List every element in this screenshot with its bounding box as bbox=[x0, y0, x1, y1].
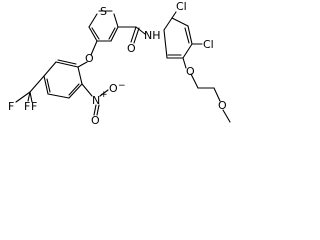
bond bbox=[77, 66, 83, 85]
atom-label-nitro-nitrogen: N bbox=[92, 94, 100, 107]
trifluoromethyl-group bbox=[15, 91, 33, 103]
nitrophenyl-ring bbox=[29, 59, 93, 99]
atom-label-sulfur: S bbox=[100, 5, 107, 18]
bond bbox=[171, 11, 177, 19]
thiophene-ring bbox=[88, 10, 119, 42]
bond bbox=[47, 93, 70, 99]
atom-label-methoxy-oxygen: O bbox=[218, 99, 227, 112]
methoxyethoxy-chain bbox=[190, 73, 231, 123]
bond bbox=[182, 43, 193, 59]
atom-label-amide-nh: NH bbox=[144, 29, 161, 42]
molecule-drawing: S O O NH Cl Cl O O N + O − O F F F bbox=[8, 0, 231, 127]
bond-double-inner bbox=[57, 59, 77, 65]
bond bbox=[27, 91, 31, 102]
atom-label-fluorine-mid: F bbox=[24, 100, 30, 113]
bond bbox=[213, 87, 221, 102]
bond-carbonyl bbox=[130, 26, 137, 43]
bond bbox=[90, 40, 98, 56]
bond bbox=[43, 61, 57, 77]
bond bbox=[135, 26, 146, 35]
bond bbox=[171, 17, 189, 27]
bond bbox=[163, 29, 168, 59]
atom-label-fluorine-right: F bbox=[31, 100, 37, 113]
atom-label-chlorine-right: Cl bbox=[203, 38, 214, 51]
bond-double-inner bbox=[184, 27, 190, 44]
bond-double-inner bbox=[68, 83, 80, 96]
bond-double-inner bbox=[46, 78, 51, 93]
bond bbox=[190, 73, 199, 89]
bond bbox=[29, 91, 33, 103]
bond bbox=[113, 13, 119, 28]
dichlorophenyl-ring bbox=[163, 11, 203, 69]
bond bbox=[187, 25, 193, 45]
nitro-group bbox=[93, 89, 109, 116]
atom-label-ether-oxygen-right: O bbox=[186, 65, 195, 78]
bond bbox=[163, 17, 173, 31]
bond bbox=[93, 104, 97, 116]
bond bbox=[182, 57, 187, 69]
atom-label-ether-oxygen: O bbox=[85, 52, 94, 65]
bond bbox=[43, 75, 49, 95]
structure-canvas: S O O NH Cl Cl O O N + O − O F F F bbox=[0, 0, 235, 139]
bond bbox=[55, 61, 79, 68]
atom-label-carbonyl-oxygen: O bbox=[127, 42, 136, 55]
bond bbox=[81, 83, 93, 97]
atom-label-chlorine-top: Cl bbox=[176, 0, 187, 13]
bond-double-inner bbox=[108, 27, 116, 40]
bond bbox=[15, 91, 31, 103]
bond bbox=[88, 26, 98, 42]
atom-label-nitro-oxygen-double: O bbox=[91, 114, 100, 127]
amide-group bbox=[130, 26, 146, 44]
bond bbox=[88, 13, 98, 28]
charge-plus: + bbox=[100, 90, 108, 100]
bond-carbonyl bbox=[133, 27, 140, 44]
charge-minus: − bbox=[118, 81, 126, 91]
bond bbox=[96, 104, 100, 116]
bond bbox=[99, 89, 109, 97]
bond bbox=[222, 109, 231, 123]
bond bbox=[68, 83, 83, 99]
bond-double-inner bbox=[91, 27, 100, 40]
atom-label-fluorine-left: F bbox=[8, 100, 14, 113]
bond bbox=[77, 61, 88, 68]
bond bbox=[29, 75, 45, 93]
atom-label-nitro-oxygen-single: O bbox=[109, 82, 118, 95]
bond bbox=[110, 26, 119, 42]
